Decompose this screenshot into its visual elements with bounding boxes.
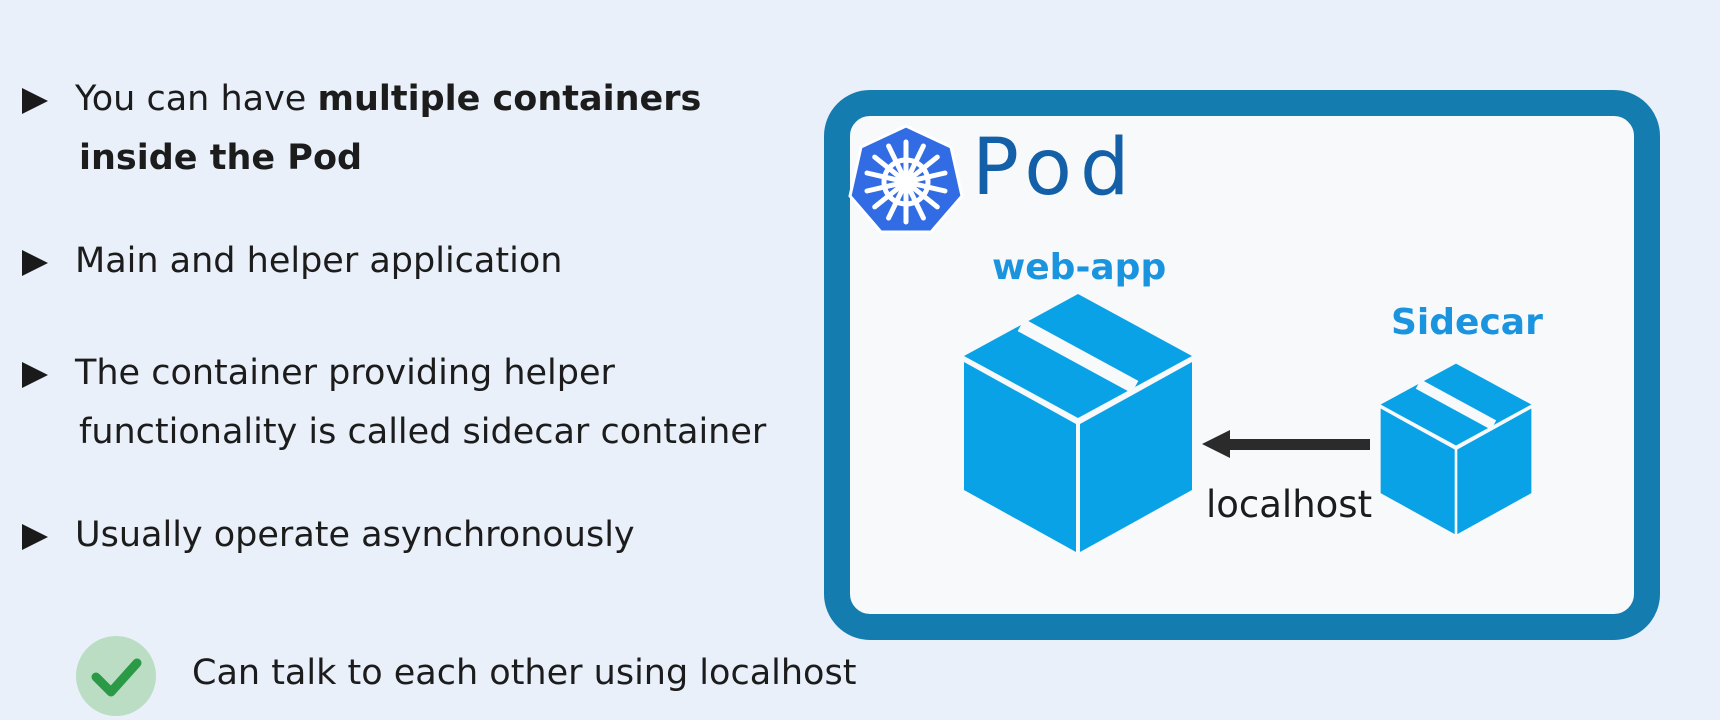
sidecar-label: Sidecar: [1391, 302, 1543, 343]
bullet-text-segment: Usually operate asynchronously: [75, 515, 635, 555]
localhost-label: localhost: [1206, 483, 1373, 526]
bullet-text-segment: Main and helper application: [75, 241, 563, 281]
check-note-text: Can talk to each other using localhost: [192, 653, 857, 693]
sidecar-container-box-icon: [1380, 363, 1532, 535]
triangle-bullet-icon: [22, 362, 48, 388]
bullet-text: The container providing helper functiona…: [75, 344, 766, 462]
bullet-list: You can have multiple containers inside …: [0, 0, 820, 720]
left-arrow-icon: [1202, 430, 1370, 458]
checkmark-icon: [76, 636, 156, 716]
bullet-text-bold: multiple containers: [317, 79, 702, 119]
bullet-text: You can have multiple containers inside …: [75, 70, 701, 188]
web-app-label: web-app: [992, 247, 1167, 288]
triangle-bullet-icon: [22, 88, 48, 114]
triangle-bullet-icon: [22, 250, 48, 276]
bullet-text-segment: The container providing helper: [75, 353, 615, 393]
pod-diagram: [824, 90, 1660, 640]
pod-title: Pod: [972, 123, 1138, 213]
bullet-text: Main and helper application: [75, 232, 562, 291]
bullet-text-segment: You can have: [75, 79, 318, 119]
kubernetes-helm-icon: [848, 124, 964, 234]
bullet-text-segment: functionality is called sidecar containe…: [79, 412, 767, 452]
web-app-container-box-icon: [964, 294, 1192, 552]
triangle-bullet-icon: [22, 524, 48, 550]
bullet-text: Usually operate asynchronously: [75, 506, 635, 565]
bullet-text-bold: inside the Pod: [79, 138, 363, 178]
